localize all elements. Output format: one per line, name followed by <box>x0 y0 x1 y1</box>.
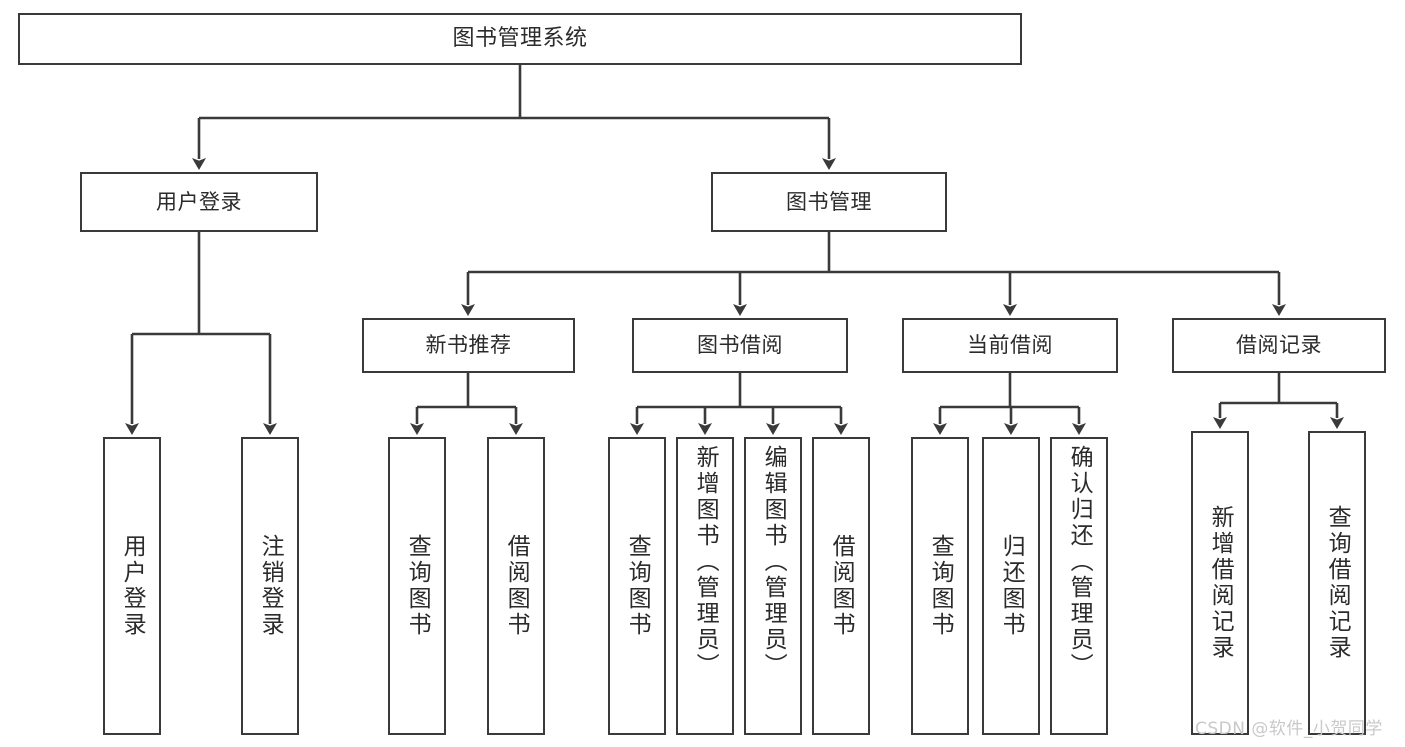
node-leaf-12[interactable]: 查询借阅记录 <box>1308 431 1366 735</box>
node-leaf-1[interactable]: 注销登录 <box>241 437 299 735</box>
node-leaf-4[interactable]: 查询图书 <box>608 437 666 735</box>
node-level2-0[interactable]: 用户登录 <box>80 172 318 232</box>
node-label: 用户登录 <box>156 189 242 214</box>
node-label: 用户登录 <box>119 534 146 638</box>
node-label: 新书推荐 <box>425 333 512 358</box>
node-level3-0[interactable]: 新书推荐 <box>362 318 575 373</box>
node-label: 新增图书（管理员） <box>692 445 719 679</box>
node-level3-1[interactable]: 图书借阅 <box>632 318 848 373</box>
node-leaf-2[interactable]: 查询图书 <box>388 437 446 735</box>
node-leaf-5[interactable]: 新增图书（管理员） <box>676 437 734 735</box>
node-label: 确认归还（管理员） <box>1066 445 1093 679</box>
node-leaf-6[interactable]: 编辑图书（管理员） <box>744 437 802 735</box>
node-label: 查询借阅记录 <box>1324 505 1351 661</box>
node-label: 新增借阅记录 <box>1207 505 1234 661</box>
node-leaf-9[interactable]: 归还图书 <box>982 437 1040 735</box>
node-label: 查询图书 <box>624 534 651 638</box>
node-label: 图书管理 <box>786 189 872 214</box>
node-root-图书管理系统[interactable]: 图书管理系统 <box>18 13 1022 65</box>
node-level3-3[interactable]: 借阅记录 <box>1172 318 1386 373</box>
node-leaf-0[interactable]: 用户登录 <box>103 437 161 735</box>
node-label: 借阅记录 <box>1236 333 1322 358</box>
node-label: 归还图书 <box>998 534 1025 638</box>
watermark-text: CSDN @软件_小贺同学 <box>1195 719 1383 739</box>
node-leaf-10[interactable]: 确认归还（管理员） <box>1050 437 1108 735</box>
node-leaf-3[interactable]: 借阅图书 <box>487 437 545 735</box>
node-level3-2[interactable]: 当前借阅 <box>902 318 1118 373</box>
node-leaf-8[interactable]: 查询图书 <box>911 437 969 735</box>
node-label: 查询图书 <box>404 534 431 638</box>
node-leaf-11[interactable]: 新增借阅记录 <box>1191 431 1249 735</box>
node-label: 借阅图书 <box>503 534 530 638</box>
node-label: 编辑图书（管理员） <box>760 445 787 679</box>
node-label: 注销登录 <box>257 534 284 638</box>
node-label: 图书借阅 <box>697 333 783 358</box>
node-label: 借阅图书 <box>828 534 855 638</box>
node-leaf-7[interactable]: 借阅图书 <box>812 437 870 735</box>
node-level2-1[interactable]: 图书管理 <box>711 172 947 232</box>
node-label: 查询图书 <box>927 534 954 638</box>
node-label: 图书管理系统 <box>452 26 588 52</box>
node-label: 当前借阅 <box>967 333 1053 358</box>
